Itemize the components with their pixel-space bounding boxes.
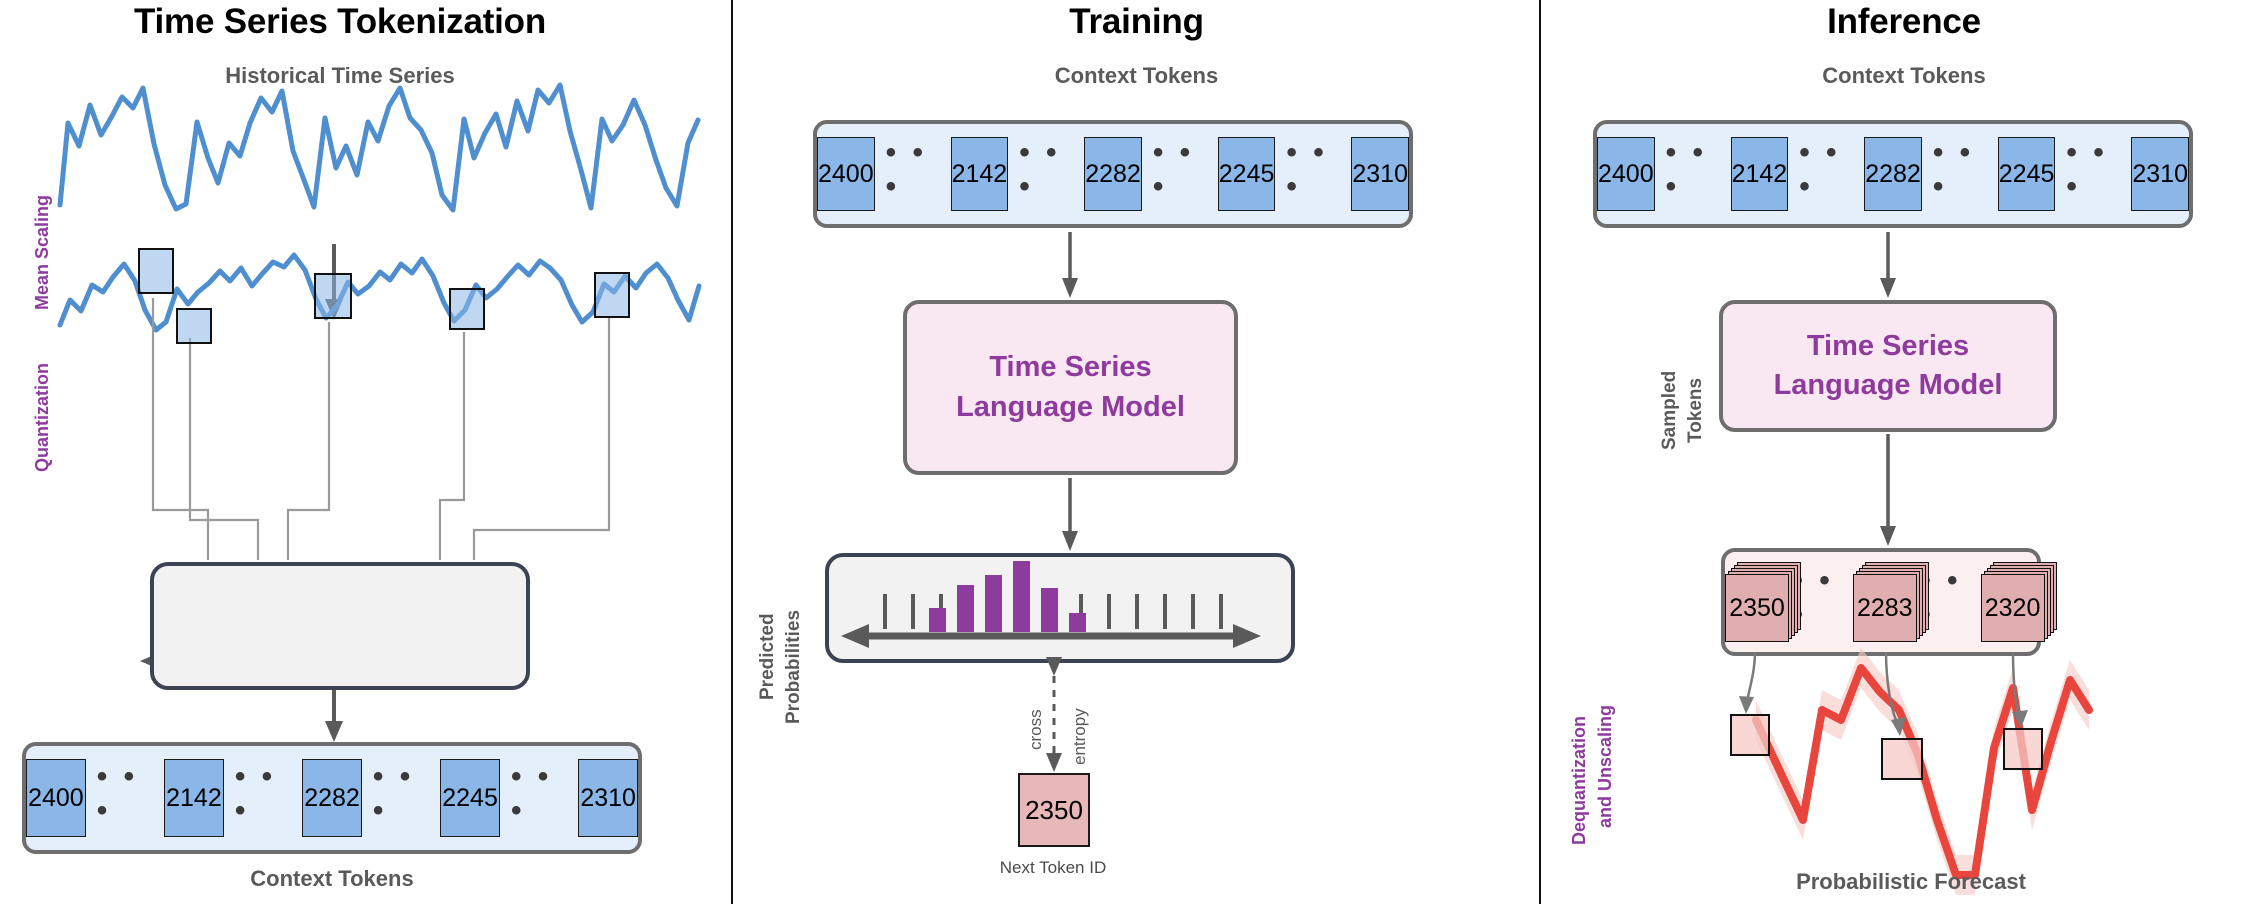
token-ellipsis: • • • [1019, 135, 1061, 203]
model-to-sampled-arrowhead [1880, 526, 1896, 546]
sample-window-4 [449, 288, 485, 330]
page-title-training: Training [1069, 2, 1204, 41]
panel-inference: Inference Context Tokens 2400 • • • 2142… [1541, 0, 2267, 904]
sampled-token-stack[interactable]: 2320 [1980, 562, 2057, 642]
token-chip[interactable]: 2142 [950, 137, 1009, 211]
cross-entropy-arrowhead-top [1046, 657, 1062, 676]
sampled-token-chip[interactable]: 2283 [1852, 574, 1917, 642]
token-ellipsis: • • • [2066, 135, 2108, 203]
model-title-line1: Time Series [1806, 329, 1970, 362]
token-chip[interactable]: 2282 [302, 759, 362, 837]
forecast-marker-3 [2003, 728, 2043, 770]
token-chip[interactable]: 2310 [2131, 137, 2189, 211]
probabilistic-forecast-label: Probabilistic Forecast [1796, 869, 2026, 894]
sampled-to-forecast-arrowheads [1739, 696, 2028, 736]
training-connectors [841, 232, 1261, 772]
model-box-training[interactable]: Time Series Language Model [903, 300, 1238, 475]
page-title-tokenization: Time Series Tokenization [133, 2, 547, 41]
cross-entropy-arrowhead-bottom [1046, 753, 1062, 772]
tokens-arrow-head [325, 721, 343, 742]
sample-window-2 [176, 308, 212, 344]
token-ellipsis: • • • [1152, 135, 1195, 203]
token-chip[interactable]: 2400 [817, 137, 875, 211]
sampled-token-stack[interactable]: 2350 [1725, 562, 1801, 642]
historical-series-label: Historical Time Series [225, 63, 455, 88]
context-tokens-label-tokenization: Context Tokens [250, 866, 414, 891]
model-to-probs-arrowhead [1062, 531, 1078, 551]
context-tokens-row-training: 2400 • • • 2142 • • • 2282 • • • 2245 • … [813, 120, 1413, 228]
panel-divider-1 [731, 0, 733, 904]
sampled-token-chip[interactable]: 2350 [1725, 574, 1789, 642]
token-chip[interactable]: 2400 [1597, 137, 1655, 211]
model-title-line1: Time Series [989, 351, 1152, 384]
page-title-inference: Inference [1827, 2, 1981, 41]
token-chip[interactable]: 2245 [440, 759, 500, 837]
predicted-probabilities-box [825, 553, 1295, 663]
model-box-inference[interactable]: Time Series Language Model [1719, 300, 2057, 432]
token-chip[interactable]: 2142 [1730, 137, 1789, 211]
next-token-chip[interactable]: 2350 [1018, 773, 1090, 847]
sample-window-1 [138, 248, 174, 294]
next-token-caption: Next Token ID [999, 858, 1107, 877]
probability-bars [929, 561, 1086, 632]
token-chip[interactable]: 2245 [1997, 137, 2056, 211]
forecast-marker-2 [1881, 738, 1923, 780]
historical-series-line [57, 82, 701, 213]
token-chip[interactable]: 2310 [1351, 137, 1409, 211]
token-ellipsis: • • • [510, 759, 553, 827]
token-ellipsis: • • • [96, 759, 139, 827]
quantization-connectors [151, 298, 611, 560]
token-ellipsis: • • • [234, 759, 277, 827]
model-title-line2: Language Model [1773, 369, 2003, 401]
token-ellipsis: • • • [1286, 135, 1328, 203]
sample-window-3 [314, 273, 352, 319]
token-ellipsis: • • • [1665, 135, 1707, 203]
context-tokens-label-training: Context Tokens [1054, 63, 1219, 88]
model-title-line2: Language Model [956, 390, 1185, 423]
context-tokens-label-inference: Context Tokens [1822, 63, 1986, 88]
context-tokens-row-tokenization: 2400 • • • 2142 • • • 2282 • • • 2245 • … [22, 742, 642, 854]
sampled-token-chip[interactable]: 2320 [1980, 574, 2045, 642]
tokens-to-model-arrowhead [1062, 278, 1078, 298]
token-chip[interactable]: 2142 [164, 759, 224, 837]
token-chip[interactable]: 2310 [578, 759, 639, 837]
panel-training: Training Context Tokens 2400 • • • 2142 … [733, 0, 1540, 904]
token-ellipsis: • • • [885, 135, 927, 203]
sampled-tokens-row: 2350 • • • 2283 • • • 2320 [1721, 548, 2057, 656]
tokens-to-model-arrowhead [1880, 278, 1896, 298]
token-chip[interactable]: 2282 [1084, 137, 1142, 211]
forecast-median-line [1752, 664, 2093, 879]
mean-scaled-series-line [57, 252, 702, 333]
token-ellipsis: • • • [1799, 135, 1841, 203]
sampled-token-stack[interactable]: 2283 [1852, 562, 1929, 642]
token-chip[interactable]: 2282 [1864, 137, 1922, 211]
token-chip[interactable]: 2400 [25, 759, 86, 837]
context-tokens-row-inference: 2400 • • • 2142 • • • 2282 • • • 2245 • … [1593, 120, 2193, 228]
probability-axis [841, 624, 1261, 648]
sample-window-5 [594, 272, 630, 318]
token-ellipsis: • • • [1932, 135, 1975, 203]
panel-tokenization: Time Series Tokenization Historical Time… [0, 0, 732, 904]
forecast-marker-1 [1730, 714, 1770, 756]
token-chip[interactable]: 2245 [1217, 137, 1276, 211]
quantization-ruler-box [150, 562, 530, 690]
token-ellipsis: • • • [372, 759, 415, 827]
panel-divider-2 [1539, 0, 1541, 904]
